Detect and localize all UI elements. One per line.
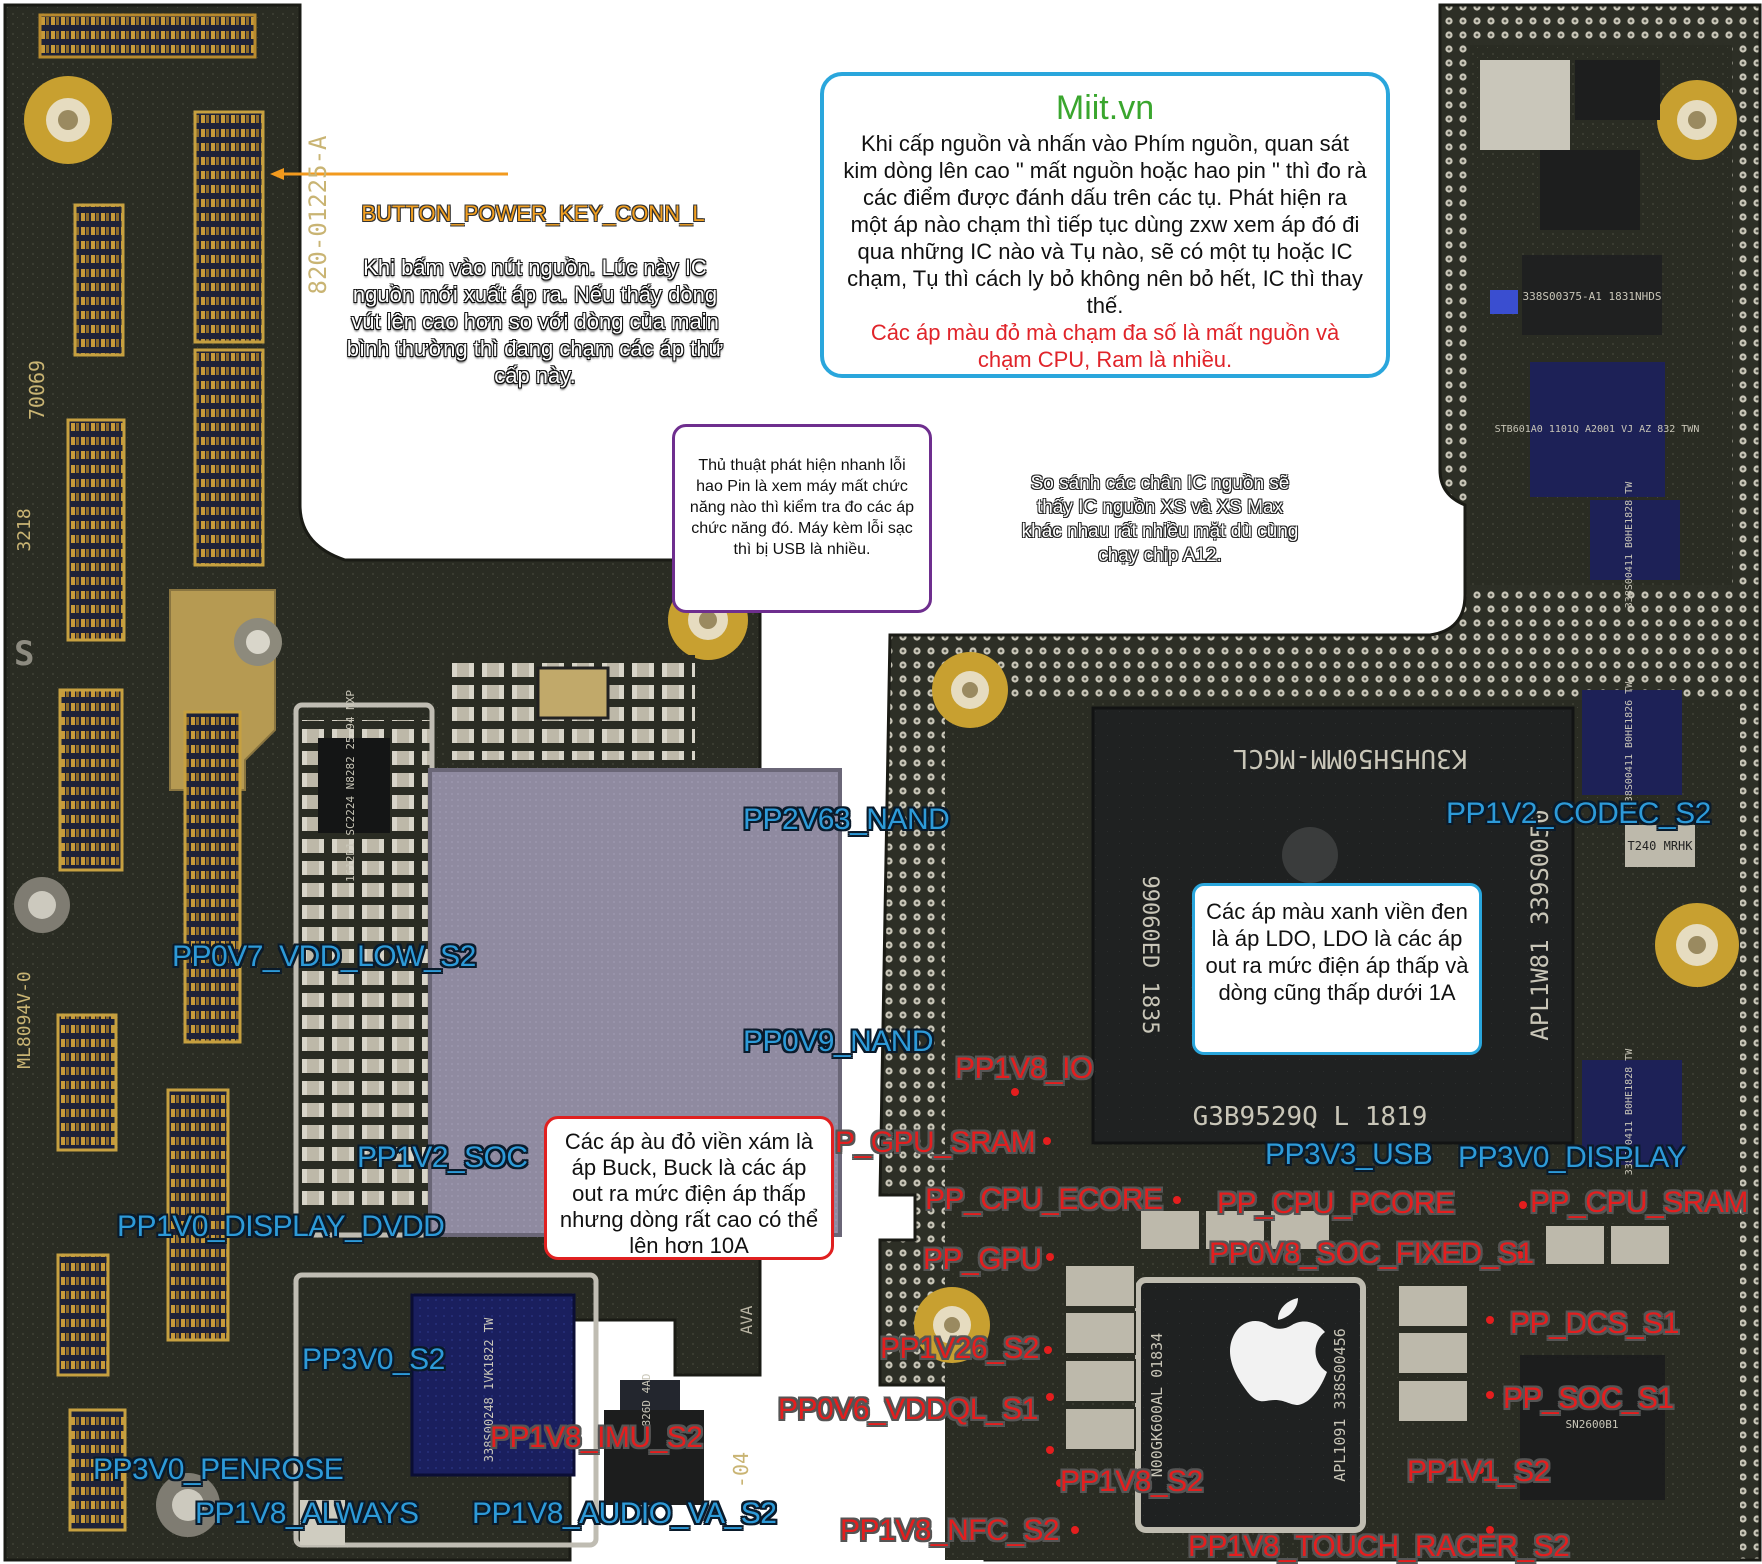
rail-buck-pp1v8-touch-racer-s2: PP1V8_TOUCH_RACER_S2 [1188, 1530, 1570, 1563]
soc-side-marking: APL1W81 339S0050 [1526, 809, 1554, 1040]
rail-buck-pp-cpu-ecore: PP_CPU_ECORE [925, 1183, 1163, 1216]
buck-tip-text: Các áp àu đỏ viền xám là áp Buck, Buck l… [559, 1129, 819, 1258]
rail-buck-pp0v8-soc-fixed-s1: PP0V8_SOC_FIXED_S1 [1209, 1237, 1534, 1270]
ic-t240-marking: T240 MRHK [1627, 839, 1693, 853]
rail-ldo-pp0v9-nand: PP0V9_NAND [743, 1025, 934, 1058]
apple-logo-icon [1230, 1298, 1327, 1405]
minus04-marking: -04 [729, 1452, 753, 1488]
connector-label: BUTTON_POWER_KEY_CONN_L [361, 201, 705, 226]
ic-audio-marking: 338S00248 1VK1822 TW [482, 1317, 496, 1462]
left-serial: ML8094V-0 [14, 971, 35, 1069]
rail-buck-pp-gpu: PP_GPU [923, 1243, 1042, 1276]
ic-nxp-marking: 1612D1 SC2224 N8282 25-94 NXP [344, 690, 357, 882]
left-code: 70069 [25, 360, 49, 420]
buck-tip-box: Các áp àu đỏ viền xám là áp Buck, Buck l… [544, 1116, 834, 1260]
ic-sn-marking: SN2600B1 [1566, 1418, 1619, 1431]
rail-buck-pp-cpu-pcore: PP_CPU_PCORE [1217, 1187, 1455, 1220]
battery-tip-text: Thủ thuật phát hiện nhanh lỗi hao Pin là… [689, 457, 915, 558]
ava-marking: AVA [737, 1305, 756, 1334]
brand-title: Miit.vn [1055, 89, 1155, 127]
ic-top-right-marking: 338S00375-A1 1831NHDS [1522, 290, 1661, 303]
rail-ldo-pp3v0-display: PP3V0_DISPLAY [1458, 1141, 1687, 1174]
rail-buck-pp-cpu-sram: PP_CPU_SRAM [1530, 1186, 1748, 1219]
soc-left-marking: 99060ED 1835 [1137, 876, 1162, 1035]
compare-tip-text: So sánh các chân IC nguồn sẽ thấy IC ngu… [1021, 473, 1299, 566]
right-board [878, 3, 1762, 1562]
s-mark: S [14, 634, 34, 674]
rail-ldo-pp1v2-codec-s2: PP1V2_CODEC_S2 [1446, 797, 1711, 830]
rail-ldo-pp0v7-vdd-low-s2: PP0V7_VDD_LOW_S2 [172, 940, 476, 973]
ldo-tip-text: Các áp màu xanh viền đen là áp LDO, LDO … [1205, 899, 1469, 1005]
rail-ldo-pp3v0-s2: PP3V0_S2 [302, 1343, 445, 1376]
left-date: 3218 [14, 508, 35, 551]
rail-ldo-pp1v8-always: PP1V8_ALWAYS [195, 1497, 419, 1530]
rail-buck-pp1v8-imu-s2: PP1V8_IMU_S2 [490, 1421, 703, 1454]
rail-buck-p-gpu-sram: P_GPU_SRAM [835, 1126, 1036, 1159]
soc-bottom-marking: G3B9529Q L 1819 [1193, 1102, 1428, 1132]
battery-tip-box: Thủ thuật phát hiện nhanh lỗi hao Pin là… [672, 424, 932, 613]
rail-ldo-pp1v0-display-dvdd: PP1V0_DISPLAY_DVDD [117, 1210, 445, 1243]
rail-buck-pp1v1-s2: PP1V1_S2 [1407, 1455, 1550, 1488]
rail-buck-pp1v8-s2: PP1V8_S2 [1060, 1465, 1203, 1498]
ldo-tip-box: Các áp màu xanh viền đen là áp LDO, LDO … [1192, 883, 1482, 1055]
ic-codec-c-marking: 338S00411 B0HE1828 TW [1624, 1048, 1635, 1175]
rail-ldo-pp3v3-usb: PP3V3_USB [1265, 1138, 1433, 1171]
connector-description: Khi bấm vào nút nguồn. Lúc này IC nguồn … [346, 255, 724, 388]
left-part-number: 820-01225-A [304, 135, 332, 294]
rail-buck-pp1v8-io: PP1V8_IO [955, 1052, 1093, 1085]
ic-codec-b-marking: 338S00411 B0HE1826 TW [1624, 681, 1635, 808]
rail-buck-pp-soc-s1: PP_SOC_S1 [1503, 1382, 1674, 1415]
rail-ldo-pp2v63-nand: PP2V63_NAND [743, 803, 950, 836]
pmu-code-marking: N00GK600AL 01834 [1148, 1333, 1166, 1478]
probe-points [1011, 1088, 1527, 1534]
rail-ldo-pp1v8-audio-va-s2: PP1V8_AUDIO_VA_S2 [472, 1497, 777, 1530]
rail-ldo-pp3v0-penrose: PP3V0_PENROSE [93, 1453, 344, 1486]
ic-st-marking: STB601A0 1101Q A2001 VJ AZ 832 TWN [1495, 424, 1700, 435]
pointer-arrow [270, 168, 508, 180]
ic-dm-marking: 826D 4AD [640, 1374, 653, 1427]
rail-buck-pp1v26-s2: PP1V26_S2 [880, 1332, 1039, 1365]
soc-top-marking: K3UH5H50MM-MGCL [1233, 743, 1468, 773]
main-tip-body: Khi cấp nguồn và nhấn vào Phím nguồn, qu… [843, 131, 1367, 318]
rail-buck-pp-dcs-s1: PP_DCS_S1 [1510, 1307, 1679, 1340]
rail-ldo-pp1v2-soc: PP1V2_SOC [357, 1141, 528, 1174]
ic-codec-a-marking: 338S00411 B0HE1828 TW [1624, 481, 1635, 608]
main-tip-box: Miit.vn Khi cấp nguồn và nhấn vào Phím n… [820, 72, 1390, 378]
rail-buck-pp0v6-vddql-s1: PP0V6_VDDQL_S1 [778, 1393, 1038, 1426]
rail-buck-pp1v8-nfc-s2: PP1V8_NFC_S2 [840, 1514, 1060, 1547]
main-tip-warning: Các áp màu đỏ mà chạm đa số là mất nguồn… [870, 320, 1340, 372]
pmu-vertical-marking: APL1091 338S00456 [1331, 1328, 1349, 1482]
left-board [3, 3, 842, 1562]
